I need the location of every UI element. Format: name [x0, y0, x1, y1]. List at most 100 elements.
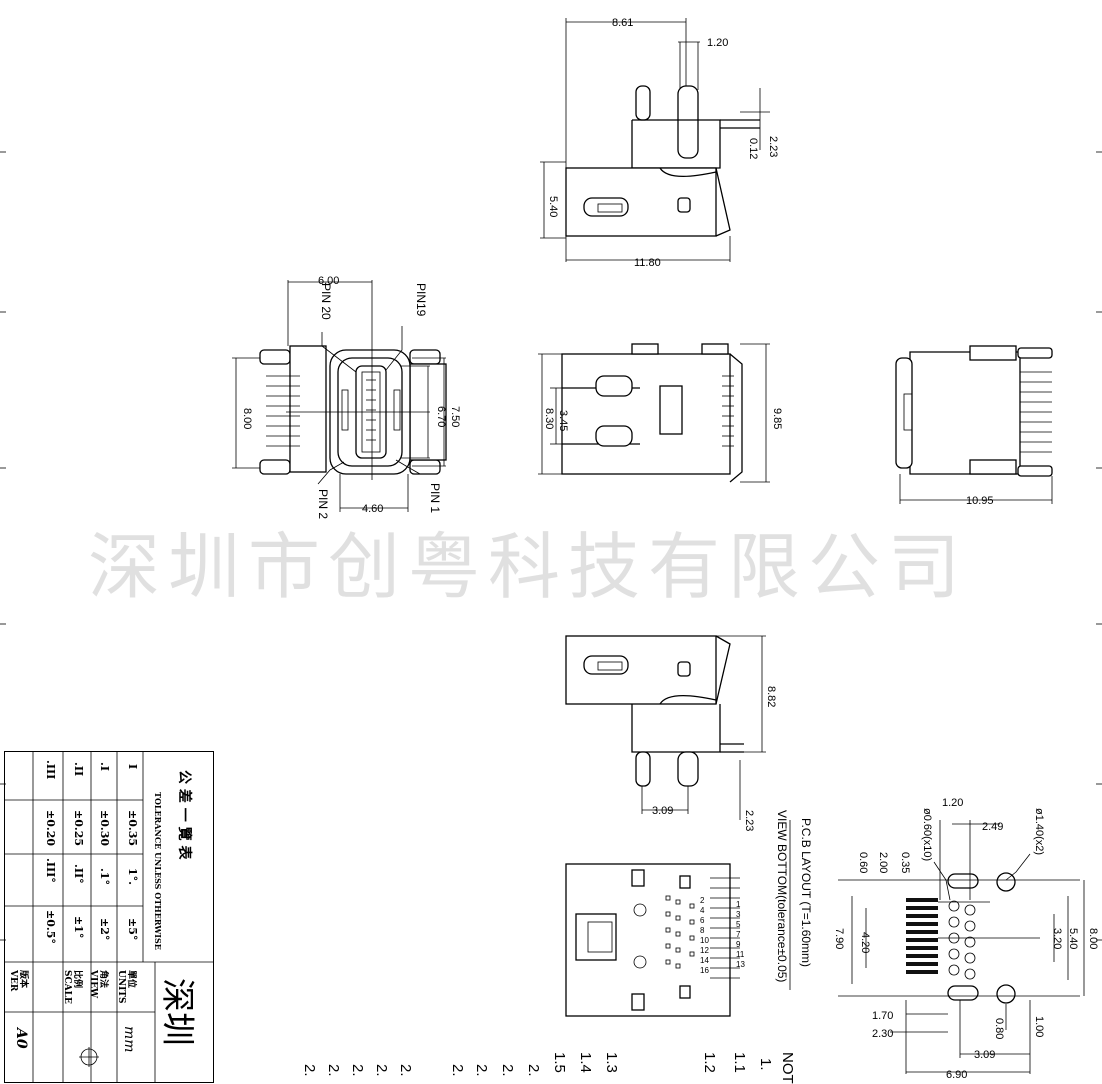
angle-tol-4: ±0.5°	[44, 910, 57, 944]
note-1-4: 1.4	[577, 1052, 594, 1073]
dim-pcb-170: 1.70	[872, 1010, 893, 1022]
linear-tol-ii: ±0.25	[72, 810, 85, 847]
pin-number: 13	[736, 960, 745, 969]
angle-grade-i-dot: .1°	[98, 868, 111, 885]
pcb-subtitle: VIEW BOTTOM(tolerance±0.05)	[775, 810, 789, 982]
dim-top-height: 5.40	[547, 196, 559, 217]
view-label: 角法 VIEW	[88, 970, 108, 999]
note-2f: 2.	[373, 1064, 390, 1077]
dim-top-width: 8.61	[612, 17, 633, 29]
company-watermark: 深圳市创粤科技有限公司	[88, 525, 969, 609]
units-label: 單位 UNITS	[116, 970, 136, 1004]
right-view: 10.95	[895, 345, 1053, 507]
pin-number: 14	[700, 956, 709, 965]
dim-pcb-200: 2.00	[877, 852, 889, 873]
pin-number: 7	[736, 930, 741, 939]
note-1-1: 1.1	[731, 1052, 748, 1073]
dim-pcb-hole-large: ø1.40(x2)	[1033, 808, 1045, 855]
note-1-3: 1.3	[603, 1052, 620, 1073]
pcb-pin-numbers-even: 2 4 6 8 10 12 14 16	[700, 896, 714, 976]
dim-lower-309: 3.09	[652, 805, 673, 817]
dim-pin-width: 1.20	[707, 37, 728, 49]
linear-tol-i-dot: ±0.30	[98, 810, 111, 847]
pin-number: 8	[700, 926, 705, 935]
pin-19-label: PIN19	[414, 283, 428, 317]
pcb-pin-numbers-odd: 1 3 5 7 9 11 13	[736, 900, 746, 970]
angle-grade-iii: .III°	[44, 858, 57, 883]
table-grid	[5, 752, 213, 1082]
dim-pcb-035: 0.35	[899, 852, 911, 873]
pin-number: 12	[700, 946, 709, 955]
lower-view: 8.82 3.09 2.23	[565, 635, 777, 831]
dim-pcb-120: 1.20	[942, 797, 963, 809]
note-1-2: 1.2	[701, 1052, 718, 1073]
dim-pcb-320: 3.20	[1051, 928, 1063, 949]
dim-front-600: 6.00	[318, 275, 339, 287]
dim-right-1095: 10.95	[966, 495, 994, 507]
grade-ii: .II	[72, 762, 85, 777]
pin-number: 1	[736, 900, 741, 909]
pin-number: 2	[700, 896, 705, 905]
dim-pcb-540: 5.40	[1067, 928, 1079, 949]
note-2h: 2.	[325, 1064, 342, 1077]
dim-pcb-249: 2.49	[982, 821, 1003, 833]
pin-number: 16	[700, 966, 709, 975]
linear-tol-i: ±0.35	[126, 810, 139, 847]
note-2c: 2.	[473, 1064, 490, 1077]
pcb-title: P.C.B LAYOUT (T=1.60mm)	[799, 818, 813, 967]
dim-side-830: 8.30	[543, 408, 555, 429]
dim-pcb-hole-small: ø0.60(x10)	[921, 808, 933, 861]
company-name-partial: 深圳	[157, 978, 197, 1046]
dim-pcb-100: 1.00	[1033, 1016, 1045, 1037]
pin-number: 11	[736, 950, 745, 959]
tolerance-header-en: TOLERANCE UNLESS OTHERWISE	[153, 792, 163, 950]
note-2e: 2.	[397, 1064, 414, 1077]
angle-grade-i: 1°.	[126, 868, 139, 885]
pin-number: 9	[736, 940, 741, 949]
pcb-view: P.C.B LAYOUT (T=1.60mm) VIEW BOTTOM(tole…	[565, 797, 1099, 1081]
grade-i-dot: .I	[98, 762, 111, 771]
dim-front-750: 7.50	[449, 406, 461, 427]
note-2i: 2.	[301, 1064, 318, 1077]
units-value: mm	[121, 1026, 137, 1053]
dim-pcb-690: 6.90	[946, 1069, 967, 1081]
dim-side-345: 3.45	[557, 410, 569, 431]
front-view: 6.00 8.00 6.70	[232, 275, 461, 519]
dim-pcb-800: 8.00	[1087, 928, 1099, 949]
dim-pcb-060: 0.60	[857, 852, 869, 873]
pin-number: 10	[700, 936, 709, 945]
grade-iii: .III	[44, 760, 57, 780]
version-label: 版本 VER	[8, 970, 28, 992]
version-value: A0	[13, 1028, 29, 1049]
dim-top-length: 11.80	[634, 257, 661, 269]
dim-pcb-790: 7.90	[833, 928, 845, 949]
angle-tol-2: ±2°	[98, 918, 111, 941]
note-2d: 2.	[449, 1064, 466, 1077]
dim-lower-223: 2.23	[743, 810, 755, 831]
angle-grade-ii: .II°	[72, 864, 85, 884]
dim-pcb-420: 4.20	[859, 932, 871, 953]
pin-number: 3	[736, 910, 741, 919]
scale-label: 比例 SCALE	[62, 970, 82, 1004]
dim-lower-882: 8.82	[765, 686, 777, 707]
dim-side-985: 9.85	[771, 408, 783, 429]
notes-heading: NOT	[779, 1052, 796, 1084]
dim-top-012: 0.12	[747, 138, 759, 159]
top-view: 8.61 1.20 2.23 0.12 5.40 11.80	[540, 17, 779, 269]
grade-i: I	[126, 764, 139, 770]
frame-ticks	[0, 151, 1102, 941]
angle-tol-1: ±5°	[126, 918, 139, 941]
pin-number: 4	[700, 906, 705, 915]
note-2a: 2.	[525, 1064, 542, 1077]
dim-pcb-230: 2.30	[872, 1028, 893, 1040]
pin-number: 6	[700, 916, 705, 925]
dim-pcb-309: 3.09	[974, 1049, 995, 1061]
note-1: 1.	[757, 1058, 774, 1071]
pin-1-label: PIN 1	[428, 483, 442, 513]
dim-front-670: 6.70	[435, 406, 447, 427]
dim-top-223: 2.23	[767, 136, 779, 157]
tolerance-header: 公 差 一 覽 表	[176, 770, 192, 860]
note-2g: 2.	[349, 1064, 366, 1077]
note-1-5: 1.5	[551, 1052, 568, 1073]
